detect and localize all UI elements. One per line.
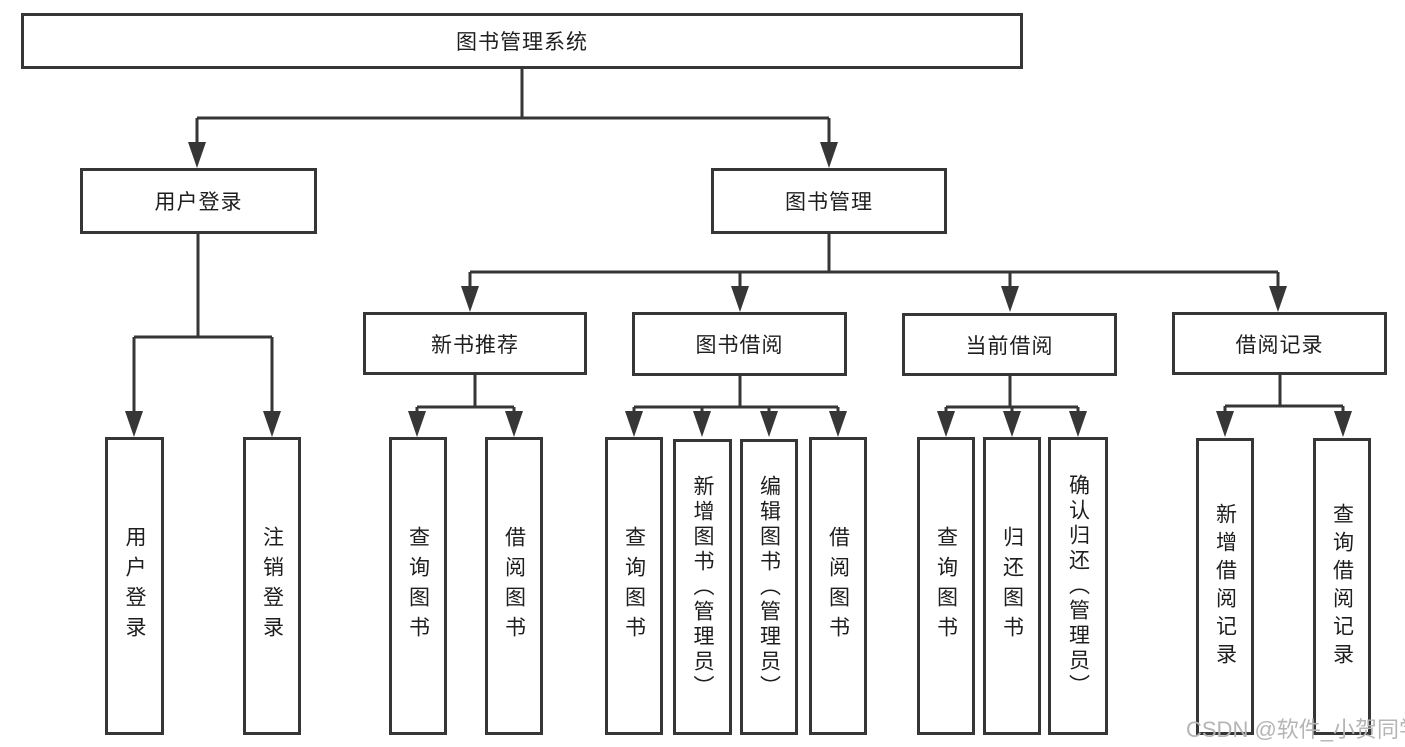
leaf-label: 编辑图书（管理员） (757, 474, 781, 700)
leaf-add-borrow-record: 新增借阅记录 (1196, 438, 1254, 735)
node-new-book-recommend: 新书推荐 (363, 312, 587, 375)
leaf-label: 确认归还（管理员） (1066, 473, 1090, 699)
node-borrowing-records: 借阅记录 (1172, 312, 1387, 375)
node-book-borrowing: 图书借阅 (632, 312, 847, 376)
leaf-label: 查询图书 (934, 526, 958, 646)
node-book-management-branch: 图书管理 (711, 168, 947, 234)
leaf-add-books-admin: 新增图书（管理员） (673, 439, 732, 735)
leaf-label: 借阅图书 (826, 526, 850, 646)
leaf-edit-books-admin: 编辑图书（管理员） (740, 439, 798, 735)
leaf-confirm-return-admin: 确认归还（管理员） (1048, 437, 1108, 735)
leaf-query-borrow-record: 查询借阅记录 (1313, 438, 1371, 735)
leaf-borrow-books-1: 借阅图书 (485, 437, 543, 735)
leaf-query-books-2: 查询图书 (605, 437, 663, 735)
leaf-label: 新增借阅记录 (1213, 502, 1237, 671)
leaf-label: 注销登录 (260, 526, 284, 646)
leaf-borrow-books-2: 借阅图书 (809, 437, 867, 735)
node-root-system: 图书管理系统 (21, 13, 1023, 69)
leaf-label: 查询借阅记录 (1330, 502, 1354, 671)
leaf-query-books-1: 查询图书 (389, 437, 447, 735)
leaf-label: 查询图书 (406, 526, 430, 646)
leaf-user-login: 用户登录 (105, 437, 164, 735)
leaf-label: 新增图书（管理员） (691, 474, 714, 700)
leaf-label: 用户登录 (123, 526, 146, 646)
leaf-label: 查询图书 (622, 526, 646, 646)
leaf-logout: 注销登录 (243, 437, 301, 735)
node-user-login-branch: 用户登录 (80, 168, 317, 234)
node-current-borrowing: 当前借阅 (902, 313, 1117, 376)
leaf-return-books: 归还图书 (983, 437, 1041, 735)
csdn-watermark: CSDN @软件_小贺同学 (1186, 717, 1405, 742)
leaf-label: 归还图书 (1000, 526, 1024, 646)
leaf-query-books-3: 查询图书 (917, 437, 975, 735)
leaf-label: 借阅图书 (502, 526, 526, 646)
